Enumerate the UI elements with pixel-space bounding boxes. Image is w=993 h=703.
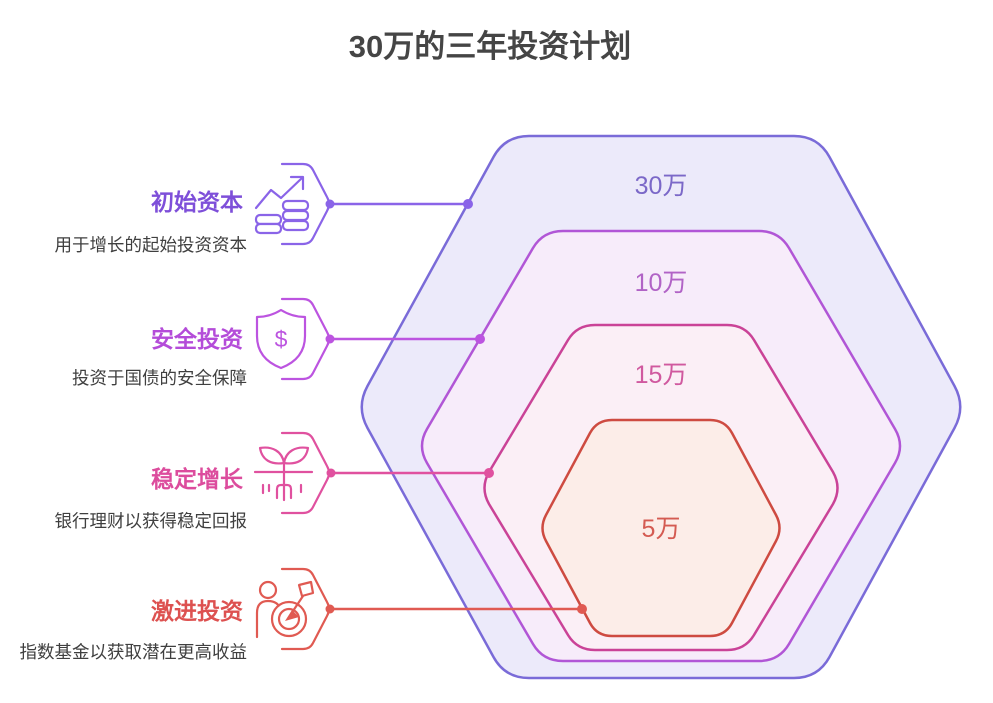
shield-outline [255, 308, 307, 370]
legend-item-aggressive-investment: 激进投资 指数基金以获取潜在更高收益 [20, 598, 248, 662]
legend-item-title: 初始资本 [151, 189, 243, 215]
icon-bracket [280, 162, 331, 246]
legend-item-title: 安全投资 [151, 326, 243, 352]
root-left [261, 483, 271, 495]
legend-item-description: 指数基金以获取潜在更高收益 [20, 642, 248, 662]
legend-item-steady-growth: 稳定增长 银行理财以获得稳定回报 [55, 466, 248, 531]
coin [254, 222, 283, 235]
shield-dollar-icon: $ [255, 308, 307, 370]
connector-dot-end [463, 199, 473, 209]
connector-initial-capital [325, 199, 473, 209]
page-title: 30万的三年投资计划 [348, 29, 632, 64]
coin [281, 199, 310, 212]
legend-item-initial-capital: 初始资本 用于增长的起始投资资本 [55, 189, 248, 255]
legend-item-title: 激进投资 [151, 598, 243, 624]
trend-arrow-line [254, 176, 304, 210]
leaf-left [258, 446, 286, 465]
legend-item-safe-investment: 安全投资 投资于国债的安全保障 [72, 326, 247, 388]
connector-dot-end [484, 468, 494, 478]
legend-item-description: 投资于国债的安全保障 [72, 368, 247, 388]
coin [254, 213, 283, 226]
root-arch [275, 483, 293, 500]
leaf-right [282, 446, 310, 465]
connector-dot-end [577, 604, 587, 614]
person-target-icon [255, 580, 315, 639]
dart-head [285, 610, 299, 621]
legend-item-description: 银行理财以获得稳定回报 [55, 511, 248, 531]
dollar-glyph: $ [275, 326, 288, 352]
connector-dot-end [475, 334, 485, 344]
icon-bracket [280, 297, 331, 381]
coin [281, 209, 310, 222]
growth-chart-coins-icon [254, 175, 310, 235]
coin [281, 219, 310, 232]
icon-bracket [280, 431, 331, 515]
hexagon-value-5: 5万 [642, 515, 681, 543]
hexagon-value-15: 15万 [635, 361, 688, 389]
icon-bracket [280, 567, 331, 651]
hexagon-value-10: 10万 [635, 269, 688, 297]
legend-item-description: 用于增长的起始投资资本 [55, 235, 248, 255]
legend-item-title: 稳定增长 [151, 466, 244, 492]
person-head [258, 580, 278, 600]
seedling-icon [253, 446, 314, 502]
hexagon-level-4 [541, 418, 781, 638]
dart-fletching [297, 580, 315, 598]
hexagon-value-30: 30万 [635, 172, 688, 200]
trend-arrow-head [289, 175, 305, 191]
target-inner-ring [277, 607, 301, 631]
